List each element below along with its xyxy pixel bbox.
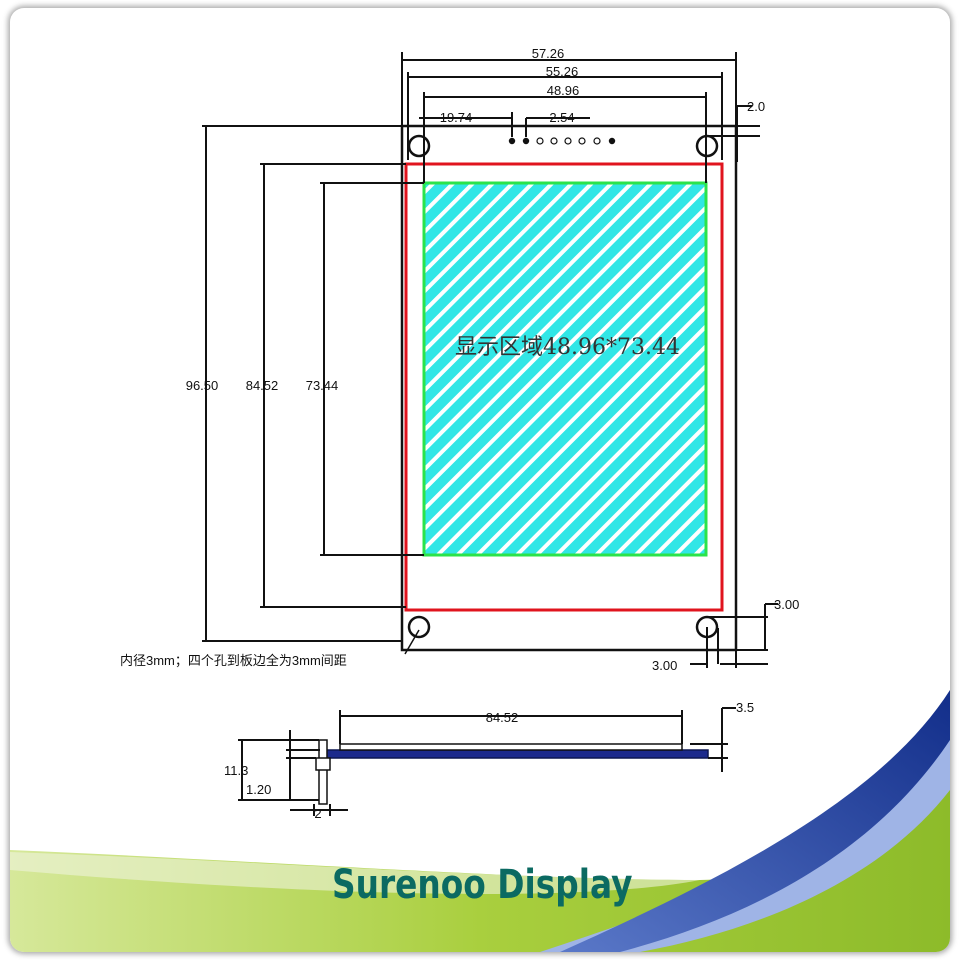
brand-title: Surenoo Display — [332, 862, 633, 908]
mechanical-drawing: 57.26 55.26 48.96 19.74 2.54 2.0 96.50 8… — [10, 46, 950, 952]
board-outline — [400, 124, 738, 652]
background-swoosh — [10, 690, 950, 952]
dim-pin-offset: 19.74 — [440, 110, 473, 125]
display-area-label: 显示区域48.96*73.44 — [455, 335, 680, 360]
dim-width-active: 48.96 — [547, 83, 580, 98]
dim-hole-offset-x: 3.00 — [652, 658, 677, 673]
white-wave — [10, 852, 700, 894]
dim-pin-base: 1.20 — [246, 782, 271, 797]
header-pins — [508, 137, 616, 145]
dim-hole-offset-y: 3.00 — [774, 597, 799, 612]
hole-note: 内径3mm；四个孔到板边全为3mm间距 — [120, 653, 347, 669]
dim-width-mid: 55.26 — [546, 64, 579, 79]
dim-height-active: 73.44 — [306, 378, 339, 393]
dim-pin-height: 11.3 — [224, 763, 248, 778]
display-side — [339, 743, 683, 751]
dim-height-mid: 84.52 — [246, 378, 279, 393]
dim-pin-width: 2 — [314, 806, 321, 821]
top-gap-dimension — [708, 105, 760, 162]
dim-pin-pitch: 2.54 — [549, 110, 574, 125]
active-display-area — [422, 181, 708, 557]
hole-offset-dimensions — [690, 603, 778, 668]
height-dimensions — [202, 125, 424, 642]
dimension-labels: 57.26 55.26 48.96 19.74 2.54 2.0 96.50 8… — [120, 46, 799, 821]
mounting-hole-tl — [407, 134, 431, 158]
pin-header-side — [318, 739, 328, 805]
pcb-side — [319, 749, 709, 759]
dim-side-thickness: 3.5 — [736, 700, 754, 715]
dim-side-length: 84.52 — [486, 710, 519, 725]
image-frame: 57.26 55.26 48.96 19.74 2.54 2.0 96.50 8… — [10, 8, 950, 952]
blue-swoosh — [560, 690, 950, 952]
mounting-hole-bl — [407, 615, 431, 639]
side-view — [238, 707, 736, 816]
note-leader — [404, 629, 420, 655]
dim-top-gap: 2.0 — [747, 99, 765, 114]
front-view — [202, 52, 778, 668]
dim-width-outer: 57.26 — [532, 46, 565, 61]
dim-height-outer: 96.50 — [186, 378, 219, 393]
display-outline — [404, 162, 724, 612]
